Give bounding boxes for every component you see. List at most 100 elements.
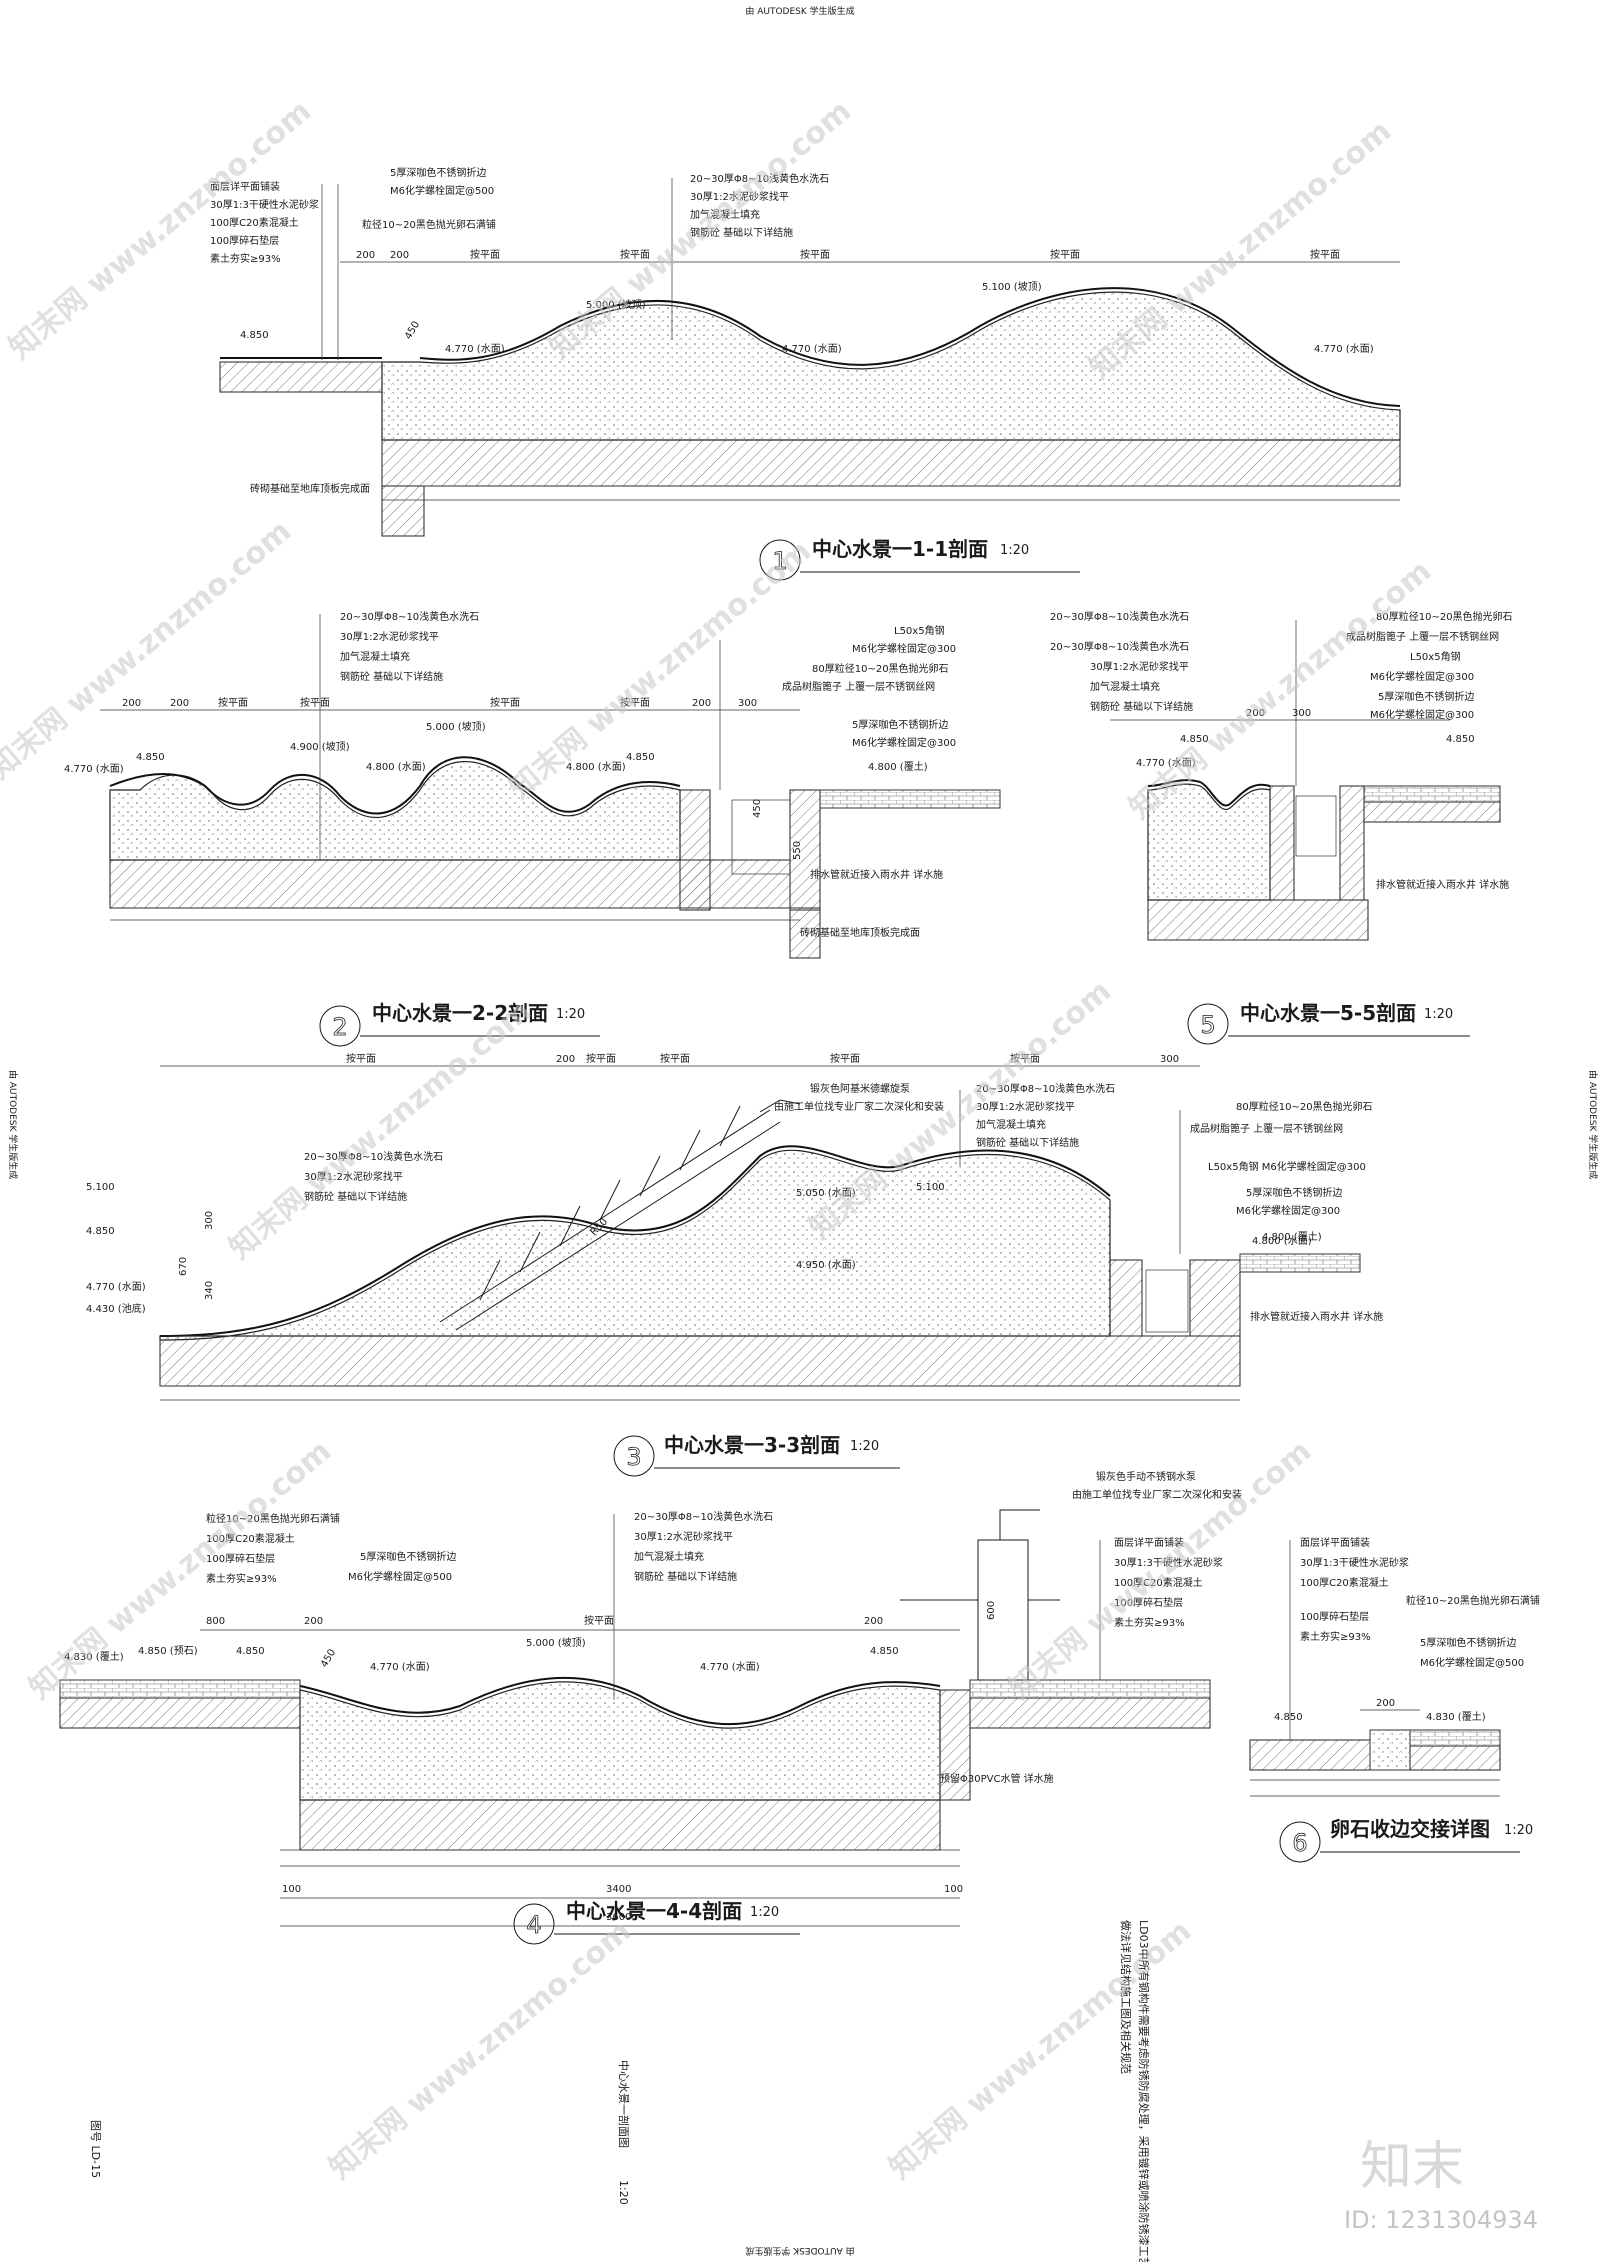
s4-note-center-2: 加气混凝土填充 [634,1550,704,1563]
s1-note-right-3: 钢筋砼 基础以下详结施 [690,226,793,239]
s1-title: 中心水景一1-1剖面 [812,537,988,561]
s4-level-2: 4.850 [236,1646,265,1657]
s6-note-0: 面层详平面铺装 [1300,1536,1370,1549]
s3-note-midright-0: 20~30厚Φ8~10浅黄色水洗石 [976,1082,1115,1095]
section-5-5: 200 300 4.850 4.770 (水面) 4.850 排水管就近接入雨水… [1050,610,1513,1045]
s2-extra-3: 550 [792,841,803,860]
sheet-number: 图号 LD-15 [89,2120,102,2178]
s3-title: 中心水景一3-3剖面 [664,1433,840,1457]
s5-note-left-4: 钢筋砼 基础以下详结施 [1090,700,1193,713]
s6-note-2: 100厚C20素混凝土 [1300,1576,1389,1589]
s3-note-mid-0: 锻灰色阿基米德螺旋泵 [810,1082,910,1095]
s4-note-right-3: 100厚碎石垫层 [1114,1596,1183,1609]
s2-extra-1: 砖砌基础至地库顶板完成面 [800,926,920,939]
s4-level-1: 4.850 (预石) [138,1645,198,1657]
watermark-site-7: 知末网 www.znzmo.com [223,994,538,1267]
s5-dim-1: 300 [1292,708,1311,719]
s5-note-left-1: 20~30厚Φ8~10浅黄色水洗石 [1050,640,1189,653]
s4-note-mid-1: M6化学螺栓固定@500 [348,1570,452,1583]
s2-note-right-3: 成品树脂篦子 上覆一层不锈钢丝网 [782,680,935,693]
s3-number: 3 [626,1443,641,1471]
s3-extra-0: 排水管就近接入雨水井 详水施 [1250,1310,1383,1323]
s1-note-left-1: 30厚1:3干硬性水泥砂浆 [210,198,319,211]
s2-level-6: 4.850 [626,752,655,763]
s1-note-left-4: 素土夯实≥93% [210,252,281,265]
s4-note-left-0: 粒径10~20黑色抛光卵石满铺 [206,1512,340,1525]
s2-dim-5: 按平面 [620,696,650,709]
s4-note-left-2: 100厚碎石垫层 [206,1552,275,1565]
s5-level-1: 4.770 (水面) [1136,757,1196,769]
s4-note-right-1: 30厚1:3干硬性水泥砂浆 [1114,1556,1223,1569]
s5-note-right-0: 80厚粒径10~20黑色抛光卵石 [1376,610,1513,623]
s1-level-1: 4.770 (水面) [445,343,505,355]
s6-scale: 1:20 [1504,1823,1533,1838]
s6-level-1: 4.830 (覆土) [1426,1710,1486,1723]
s1-extra-0: 450 [403,319,422,341]
s4-scale: 1:20 [750,1905,779,1920]
s3-note-left-0: 20~30厚Φ8~10浅黄色水洗石 [304,1150,443,1163]
s3-level-5: 5.100 [916,1182,945,1193]
s1-level-4: 5.100 (坡顶) [982,280,1042,293]
s3-dim-2: 按平面 [586,1052,616,1065]
s1-level-5: 4.770 (水面) [1314,343,1374,355]
s4-level-5: 4.770 (水面) [700,1661,760,1673]
s2-note-right-2: 80厚粒径10~20黑色抛光卵石 [812,662,949,675]
s2-note-top-2: 加气混凝土填充 [340,650,410,663]
s1-scale: 1:20 [1000,543,1029,558]
s3-note-midright-1: 30厚1:2水泥砂浆找平 [976,1100,1075,1113]
s2-dim-2: 按平面 [218,696,248,709]
s6-note-3: 粒径10~20黑色抛光卵石满铺 [1406,1594,1540,1607]
section-4-4: 800 200 按平面 200 100 3400 100 3600 4.830 … [59,1470,1242,1945]
s2-note-right-5: M6化学螺栓固定@300 [852,736,956,749]
s5-title: 中心水景一5-5剖面 [1240,1001,1416,1025]
s2-level-5: 4.800 (水面) [566,761,626,773]
s3-dim-6: 300 [1160,1054,1179,1065]
s1-dim-2: 按平面 [470,248,500,261]
s2-scale: 1:20 [556,1007,585,1022]
sheet-note-2: 做法详见结构施工图及相关规范 [1119,1920,1133,2074]
s3-level-2: 4.770 (水面) [86,1281,146,1293]
watermark-site-1: 知末网 www.znzmo.com [3,94,318,367]
s1-note-left-2: 100厚C20素混凝土 [210,216,299,229]
s2-extra-2: 450 [752,799,763,818]
s5-dim-0: 200 [1246,708,1265,719]
s5-level-2: 4.850 [1446,734,1475,745]
s6-level-0: 4.850 [1274,1712,1303,1723]
s5-scale: 1:20 [1424,1007,1453,1022]
s3-note-midright-3: 钢筋砼 基础以下详结施 [976,1136,1079,1149]
autodesk-stamp-bottom: 由 AUTODESK 学生版生成 [745,2245,854,2257]
autodesk-stamp-left: 由 AUTODESK 学生版生成 [7,1070,19,1179]
s2-extra-0: 排水管就近接入雨水井 详水施 [810,868,943,881]
s3-extra-3: 340 [204,1281,215,1300]
s3-note-left-1: 30厚1:2水泥砂浆找平 [304,1170,403,1183]
s3-extra-2: 670 [178,1257,189,1276]
s3-extra-1: 300 [204,1211,215,1230]
s4-dim-1: 200 [304,1616,323,1627]
s2-level-3: 4.800 (水面) [366,761,426,773]
s4-dim-5: 3400 [606,1884,631,1895]
section-2-2: 200 200 按平面 按平面 按平面 按平面 200 300 4.770 (水… [64,610,1001,1047]
s5-note-right-1: 成品树脂篦子 上覆一层不锈钢丝网 [1346,630,1499,643]
s4-level-6: 4.850 [870,1646,899,1657]
autodesk-stamp-right: 由 AUTODESK 学生版生成 [1587,1070,1599,1179]
s1-note-mid-2: 粒径10~20黑色抛光卵石满铺 [362,218,496,231]
s6-note-7: M6化学螺栓固定@500 [1420,1656,1524,1669]
watermark-site-5: 知末网 www.znzmo.com [503,534,818,807]
s1-level-3: 4.770 (水面) [782,343,842,355]
s4-dim-7: 3600 [606,1912,631,1923]
s3-note-right-3: 5厚深咖色不锈钢折边 [1246,1186,1342,1199]
s4-number: 4 [526,1911,541,1939]
s4-note-center-0: 20~30厚Φ8~10浅黄色水洗石 [634,1510,773,1523]
sheet-footer: 中心水景一剖面图 1:20 图号 LD-15 LD03中所有钢构件需要考虑防锈防… [89,1920,1151,2266]
s1-note-mid-0: 5厚深咖色不锈钢折边 [390,166,486,179]
s4-level-0: 4.830 (覆土) [64,1650,124,1663]
s4-title: 中心水景一4-4剖面 [566,1899,742,1923]
s5-note-left-0: 20~30厚Φ8~10浅黄色水洗石 [1050,610,1189,623]
s2-note-right-4: 5厚深咖色不锈钢折边 [852,718,948,731]
s3-note-right-0: 80厚粒径10~20黑色抛光卵石 [1236,1100,1373,1113]
s4-note-left-1: 100厚C20素混凝土 [206,1532,295,1545]
s1-level-0: 4.850 [240,330,269,341]
s6-note-1: 30厚1:3干硬性水泥砂浆 [1300,1556,1409,1569]
s3-dim-1: 200 [556,1054,575,1065]
